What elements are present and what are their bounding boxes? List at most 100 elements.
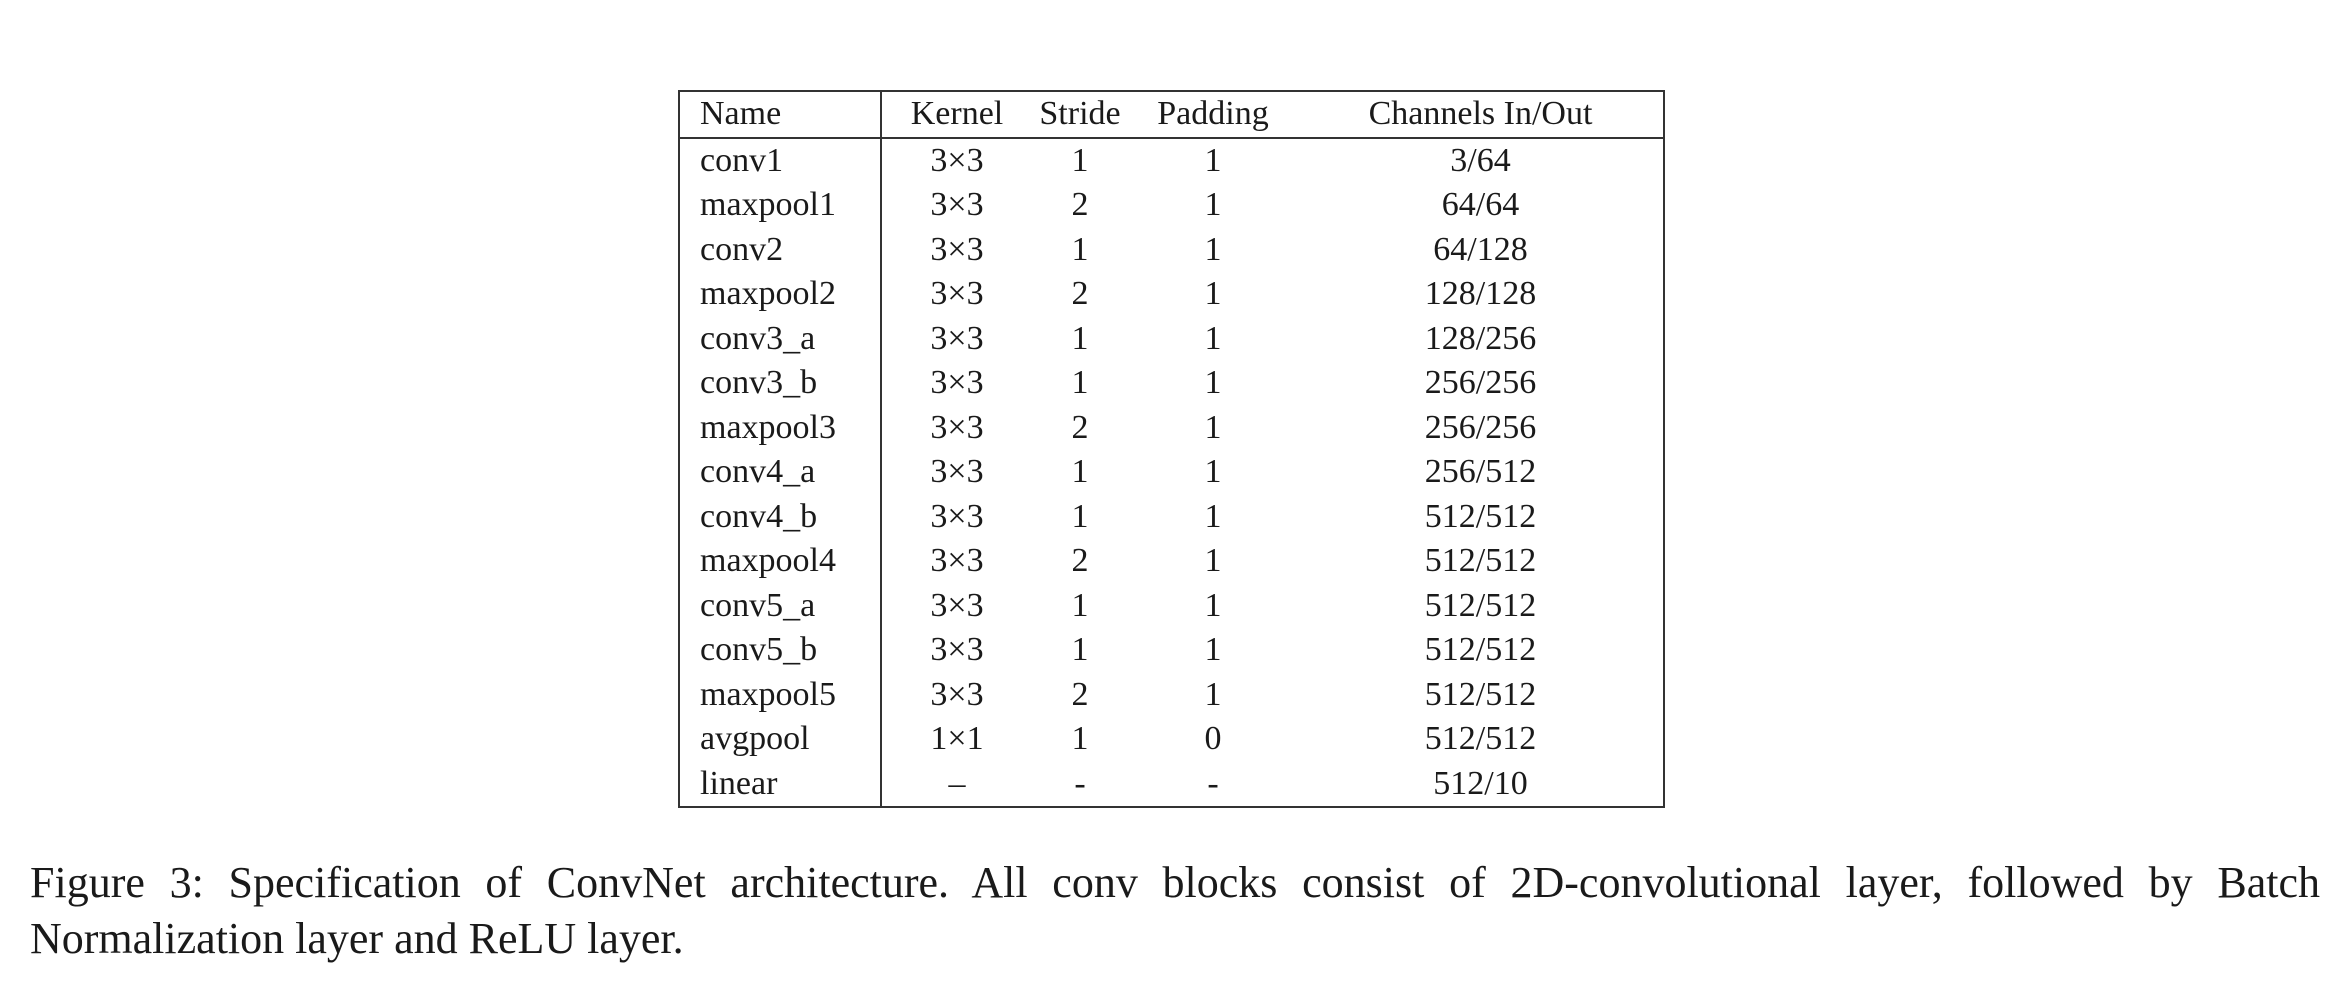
cell-stride: 2 [1071, 675, 1089, 713]
cell-padding: 1 [1204, 408, 1222, 446]
table-row: maxpool2 3×3 2 1 128/128 [679, 272, 1664, 317]
cell-channels: 512/10 [1433, 764, 1528, 802]
cell-stride: 1 [1071, 141, 1089, 179]
cell-channels: 512/512 [1424, 631, 1537, 668]
cell-kernel: 3×3 [930, 141, 984, 179]
cell-name: conv1 [679, 137, 882, 183]
cell-padding: 1 [1204, 542, 1222, 579]
cell-stride: 1 [1071, 364, 1089, 401]
cell-name: linear [679, 761, 882, 807]
cell-channels: 64/128 [1433, 230, 1528, 268]
cell-channels: 256/256 [1424, 364, 1537, 401]
cell-stride: 1 [1071, 586, 1089, 624]
cell-name: avgpool [679, 717, 882, 762]
header-padding: Padding [1128, 91, 1298, 139]
cell-name: conv5_a [679, 583, 882, 628]
cell-kernel: 3×3 [930, 408, 984, 446]
cell-kernel: – [948, 764, 966, 802]
cell-stride: 1 [1071, 497, 1089, 535]
cell-name: conv3_b [679, 361, 882, 406]
cell-kernel: 3×3 [930, 675, 984, 713]
table-row: conv5_b 3×3 1 1 512/512 [679, 628, 1664, 673]
cell-padding: 1 [1204, 631, 1222, 668]
table-row: linear – - - 512/10 [679, 761, 1664, 807]
cell-channels: 256/256 [1424, 408, 1537, 446]
table-body: conv1 3×3 1 1 3/64 maxpool1 3×3 2 1 64/64 conv2 3×3… [679, 137, 1664, 807]
cell-name: maxpool2 [679, 272, 882, 317]
cell-name: conv5_b [679, 628, 882, 673]
figure-caption: Figure 3: Specification of ConvNet archi… [30, 858, 2320, 963]
cell-padding: 1 [1204, 319, 1222, 357]
table-row: conv1 3×3 1 1 3/64 [679, 137, 1664, 183]
cell-name: conv4_b [679, 494, 882, 539]
table-header: Name Kernel Stride Padding Channels In/O… [679, 91, 1664, 139]
table-row: maxpool5 3×3 2 1 512/512 [679, 672, 1664, 717]
table-row: conv2 3×3 1 1 64/128 [679, 227, 1664, 272]
cell-stride: 1 [1071, 453, 1089, 490]
table-row: conv5_a 3×3 1 1 512/512 [679, 583, 1664, 628]
table-row: maxpool4 3×3 2 1 512/512 [679, 539, 1664, 584]
table-row: conv4_b 3×3 1 1 512/512 [679, 494, 1664, 539]
cell-channels: 512/512 [1424, 497, 1537, 535]
cell-stride: 1 [1071, 631, 1089, 668]
cell-padding: 1 [1204, 586, 1222, 624]
header-name: Name [679, 91, 882, 139]
cell-stride: - [1074, 764, 1086, 802]
header-stride: Stride [1032, 91, 1128, 139]
cell-channels: 3/64 [1450, 141, 1511, 179]
cell-name: maxpool4 [679, 539, 882, 584]
cell-name: maxpool1 [679, 183, 882, 228]
cell-kernel: 3×3 [930, 230, 984, 268]
cell-padding: 1 [1204, 230, 1222, 268]
cell-channels: 128/128 [1424, 275, 1537, 312]
cell-channels: 64/64 [1441, 186, 1520, 223]
cell-stride: 1 [1071, 230, 1089, 268]
table-row: maxpool1 3×3 2 1 64/64 [679, 183, 1664, 228]
cell-kernel: 1×1 [930, 720, 984, 757]
cell-kernel: 3×3 [930, 586, 984, 624]
cell-channels: 512/512 [1424, 720, 1537, 757]
table-row: conv3_b 3×3 1 1 256/256 [679, 361, 1664, 406]
cell-name: conv2 [679, 227, 882, 272]
cell-padding: 1 [1204, 275, 1222, 312]
cell-kernel: 3×3 [930, 319, 984, 357]
cell-stride: 2 [1071, 542, 1089, 579]
header-kernel: Kernel [881, 91, 1032, 139]
table-row: maxpool3 3×3 2 1 256/256 [679, 405, 1664, 450]
cell-padding: 1 [1204, 186, 1222, 223]
architecture-table: Name Kernel Stride Padding Channels In/O… [678, 90, 1665, 808]
cell-padding: 1 [1204, 141, 1222, 179]
cell-padding: - [1207, 764, 1219, 802]
cell-stride: 1 [1071, 319, 1089, 357]
cell-padding: 1 [1204, 364, 1222, 401]
cell-kernel: 3×3 [930, 453, 984, 490]
cell-stride: 2 [1071, 275, 1089, 312]
cell-channels: 512/512 [1424, 675, 1537, 713]
cell-name: conv4_a [679, 450, 882, 495]
cell-stride: 2 [1071, 186, 1089, 223]
table-row: avgpool 1×1 1 0 512/512 [679, 717, 1664, 762]
cell-kernel: 3×3 [930, 186, 984, 223]
cell-kernel: 3×3 [930, 542, 984, 579]
cell-channels: 512/512 [1424, 542, 1537, 579]
cell-name: conv3_a [679, 316, 882, 361]
cell-channels: 128/256 [1424, 319, 1537, 357]
cell-channels: 512/512 [1424, 586, 1537, 624]
cell-padding: 1 [1204, 453, 1222, 490]
cell-kernel: 3×3 [930, 497, 984, 535]
table-row: conv4_a 3×3 1 1 256/512 [679, 450, 1664, 495]
cell-kernel: 3×3 [930, 364, 984, 401]
cell-channels: 256/512 [1424, 453, 1537, 490]
cell-padding: 1 [1204, 497, 1222, 535]
header-row: Name Kernel Stride Padding Channels In/O… [679, 91, 1664, 139]
header-channels: Channels In/Out [1298, 91, 1664, 139]
cell-name: maxpool3 [679, 405, 882, 450]
cell-padding: 0 [1204, 720, 1222, 757]
cell-kernel: 3×3 [930, 275, 984, 312]
cell-padding: 1 [1204, 675, 1222, 713]
cell-stride: 1 [1071, 720, 1089, 757]
table-row: conv3_a 3×3 1 1 128/256 [679, 316, 1664, 361]
cell-name: maxpool5 [679, 672, 882, 717]
cell-stride: 2 [1071, 408, 1089, 446]
cell-kernel: 3×3 [930, 631, 984, 668]
